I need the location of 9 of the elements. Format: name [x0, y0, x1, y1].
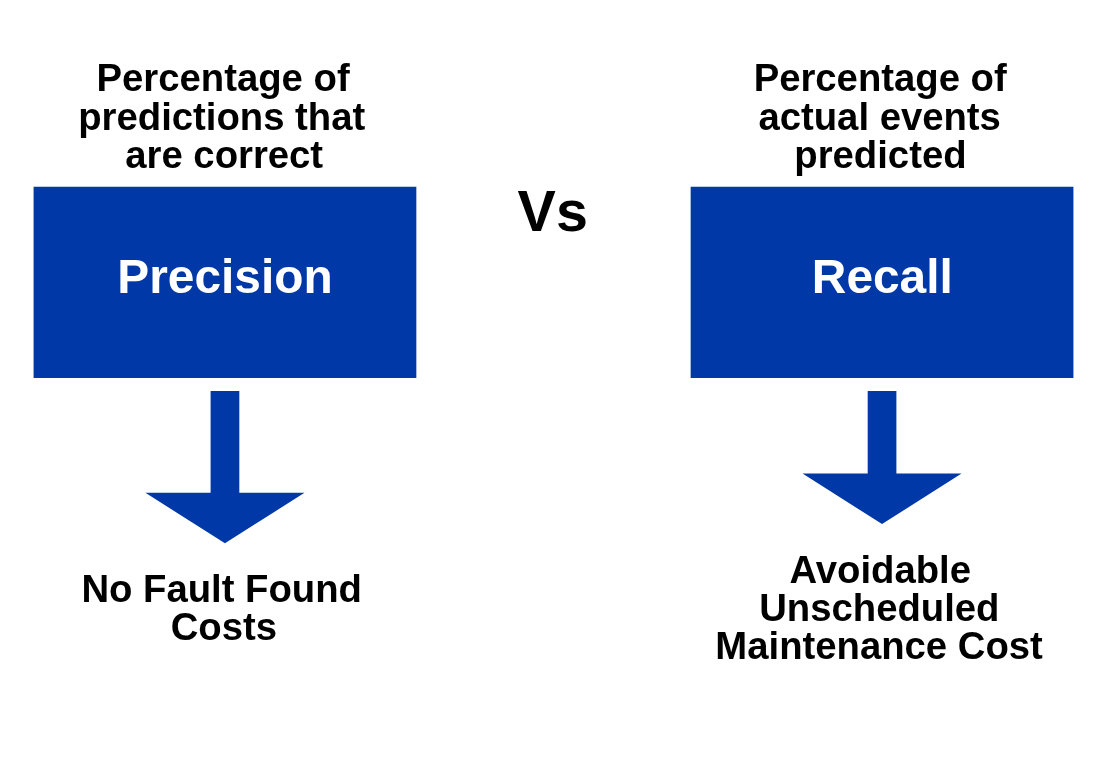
node-label: Percentage of predictions that are correct [78, 56, 366, 176]
arrow [802, 390, 962, 525]
label: Vs [517, 179, 588, 244]
node-text: Avoidable Unscheduled Maintenance Cost [715, 547, 1043, 668]
node-text: No Fault Found Costs [81, 566, 362, 648]
node-box: Recall [690, 186, 1074, 379]
node-box: Precision [33, 186, 417, 379]
arrow [145, 390, 305, 544]
node-label: Percentage of actual events predicted [753, 56, 1007, 176]
